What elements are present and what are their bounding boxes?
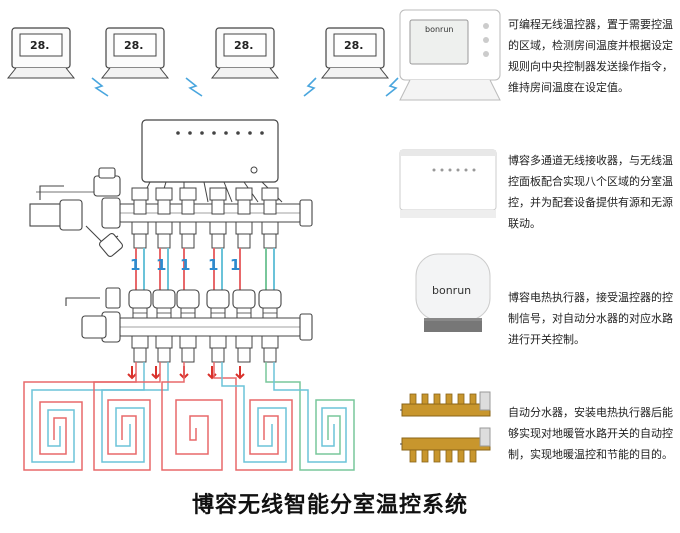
thermostat-display: 28. — [124, 39, 144, 52]
pipe-number-5: 1 — [230, 256, 240, 274]
receiver-photo — [399, 149, 497, 218]
receiver-description: 博容多通道无线接收器，与无线温控面板配合实现八个区域的分室温控，并为配套设备提供… — [508, 154, 673, 230]
supply-manifold — [29, 167, 313, 258]
actuator-brand: bonrun — [432, 284, 471, 297]
thermostat-4: 28. — [321, 27, 389, 79]
manifold-photo — [400, 391, 491, 463]
thermostat-display: 28. — [344, 39, 364, 52]
return-fittings — [131, 335, 279, 363]
pipe-number-4: 1 — [208, 256, 218, 274]
thermostat-brand: bonrun — [425, 25, 453, 34]
floor-heating-loops — [23, 362, 355, 471]
wireless-signal-icons — [91, 77, 399, 97]
thermostat-2: 28. — [101, 27, 169, 79]
return-manifold — [65, 287, 313, 343]
diagram-title: 博容无线智能分室温控系统 — [191, 493, 468, 518]
thermostat-description: 可编程无线温控器，置于需要控温的区域，检测房间温度并根据设定规则向中央控制器发送… — [508, 18, 673, 94]
pipe-number-3: 1 — [180, 256, 190, 274]
pipe-number-1: 1 — [130, 256, 140, 274]
receiver-box — [139, 119, 283, 203]
thermostat-1: 28. — [7, 27, 75, 79]
riser-pipes — [135, 248, 275, 290]
pipe-number-2: 1 — [156, 256, 166, 274]
thermostat-display: 28. — [234, 39, 254, 52]
actuators — [128, 289, 282, 319]
thermostat-display: 28. — [30, 39, 50, 52]
actuator-photo: bonrun — [415, 253, 491, 332]
flow-arrows — [127, 366, 245, 380]
pipe-number-labels: 1 1 1 1 1 — [130, 256, 240, 274]
thermostat-3: 28. — [211, 27, 279, 79]
actuator-description: 博容电热执行器，接受温控器的控制信号，对自动分水器的对应水路进行开关控制。 — [508, 291, 673, 346]
manifold-description: 自动分水器，安装电热执行器后能够实现对地暖管水路开关的自动控制，实现地暖温控和节… — [508, 406, 673, 461]
thermostat-photo: bonrun — [399, 9, 501, 101]
